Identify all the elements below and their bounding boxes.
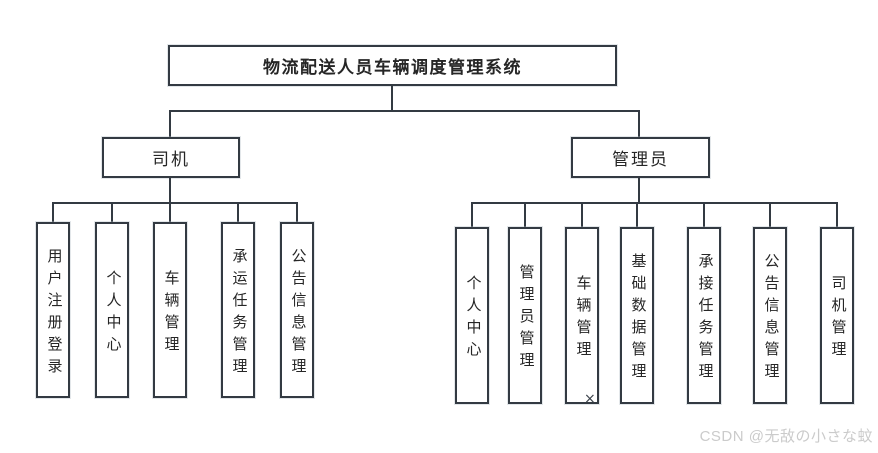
leaf-label: 承接任务管理 bbox=[696, 253, 713, 385]
leaf-label: 公告信息管理 bbox=[289, 247, 306, 380]
node-driver-mgmt: 司机管理 bbox=[820, 227, 854, 404]
node-driver-personal-center: 个人中心 bbox=[95, 222, 129, 398]
connector-line bbox=[471, 202, 473, 228]
connector-line bbox=[524, 202, 526, 228]
leaf-label: 司机管理 bbox=[829, 275, 846, 363]
node-admin-label: 管理员 bbox=[612, 150, 669, 169]
leaf-label: 车辆管理 bbox=[162, 269, 179, 358]
node-basic-data-mgmt: 基础数据管理 bbox=[620, 227, 654, 404]
leaf-label: 个人中心 bbox=[464, 275, 481, 363]
node-admin-mgmt: 管理员管理 bbox=[508, 227, 542, 404]
connector-line bbox=[636, 202, 638, 228]
connector-line bbox=[581, 202, 583, 228]
connector-line bbox=[237, 202, 239, 223]
leaf-label: 个人中心 bbox=[104, 269, 121, 358]
connector-line bbox=[836, 202, 838, 228]
leaf-label: 管理员管理 bbox=[517, 264, 534, 374]
node-driver-label: 司机 bbox=[152, 150, 190, 169]
connector-line bbox=[169, 202, 171, 223]
node-root: 物流配送人员车辆调度管理系统 bbox=[168, 45, 617, 86]
connector-line bbox=[169, 110, 171, 138]
node-admin: 管理员 bbox=[571, 137, 710, 178]
node-driver-vehicle-mgmt: 车辆管理 bbox=[153, 222, 187, 398]
node-driver: 司机 bbox=[102, 137, 240, 178]
connector-line bbox=[391, 85, 393, 112]
node-root-label: 物流配送人员车辆调度管理系统 bbox=[263, 58, 522, 77]
leaf-label: 用户注册登录 bbox=[45, 247, 62, 380]
connector-line bbox=[471, 202, 838, 204]
connector-line bbox=[169, 176, 171, 203]
connector-line bbox=[703, 202, 705, 228]
node-accept-task-mgmt: 承接任务管理 bbox=[687, 227, 721, 404]
node-admin-personal-center: 个人中心 bbox=[455, 227, 489, 404]
watermark: CSDN @无敌の小さな蚊 bbox=[699, 428, 873, 445]
leaf-label: 承运任务管理 bbox=[230, 247, 247, 380]
connector-line bbox=[769, 202, 771, 228]
connector-line bbox=[52, 202, 298, 204]
node-carry-task-mgmt: 承运任务管理 bbox=[221, 222, 255, 398]
connector-line bbox=[296, 202, 298, 223]
connector-line bbox=[111, 202, 113, 223]
connector-line bbox=[52, 202, 54, 223]
leaf-label: 基础数据管理 bbox=[629, 253, 646, 385]
connector-line bbox=[638, 110, 640, 138]
connector-line bbox=[638, 176, 640, 203]
connector-line bbox=[169, 110, 640, 112]
node-admin-vehicle-mgmt: 车辆管理 bbox=[565, 227, 599, 404]
cursor-x-mark: × bbox=[584, 391, 596, 407]
leaf-label: 公告信息管理 bbox=[762, 253, 779, 385]
node-user-register-login: 用户注册登录 bbox=[36, 222, 70, 398]
leaf-label: 车辆管理 bbox=[574, 275, 591, 363]
node-driver-notice-mgmt: 公告信息管理 bbox=[280, 222, 314, 398]
node-admin-notice-mgmt: 公告信息管理 bbox=[753, 227, 787, 404]
